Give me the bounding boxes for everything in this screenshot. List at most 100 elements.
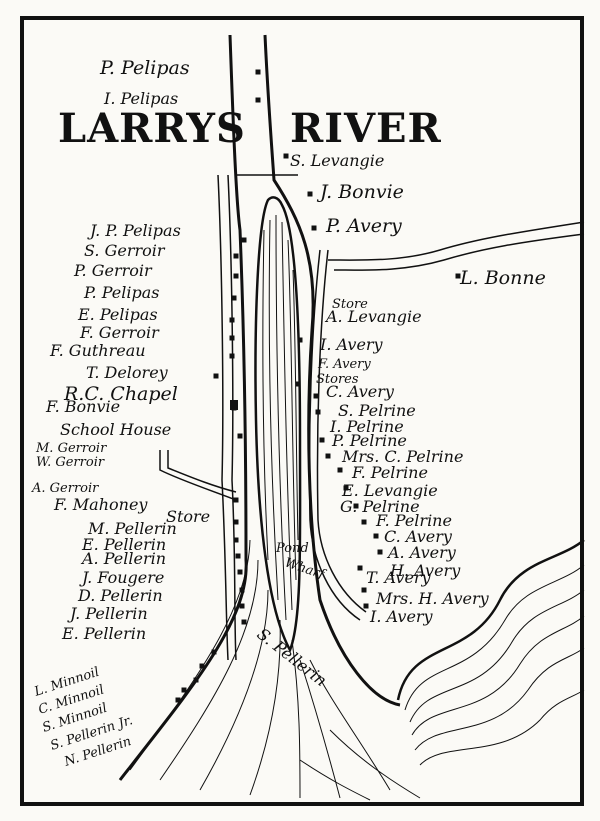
house-marker (361, 587, 367, 593)
house-marker (337, 467, 343, 473)
label-a-levangie: A. Levangie (324, 307, 422, 326)
house-marker (231, 295, 237, 301)
title-right: RIVER (290, 105, 442, 152)
label-i-pelipas: I. Pelipas (103, 89, 178, 108)
label-s-gerroir: S. Gerroir (84, 241, 166, 260)
road-east-inner (316, 249, 367, 613)
road-side-inner (167, 450, 237, 493)
island-hatching (262, 214, 299, 621)
house-marker (181, 687, 187, 693)
house-marker (233, 537, 239, 543)
house-marker (325, 453, 331, 459)
label-s-levangie: S. Levangie (290, 151, 384, 170)
house-marker (213, 373, 219, 379)
east-labels: S. Levangie J. Bonvie P. Avery L. Bonne … (290, 151, 546, 626)
label-mrs-c-pelrine: Mrs. C. Pelrine (341, 447, 463, 466)
house-marker (193, 677, 199, 683)
house-marker (255, 69, 261, 75)
house-marker (343, 485, 349, 491)
house-marker (211, 649, 217, 655)
house-markers (175, 69, 461, 703)
bay-hatching (299, 564, 585, 801)
label-j-fougere: J. Fougere (79, 568, 164, 587)
roads (159, 174, 585, 661)
island-outline (254, 196, 302, 653)
label-e-pelipas: E. Pelipas (77, 305, 158, 324)
label-a-gerroir: A. Gerroir (31, 481, 99, 496)
house-marker (237, 569, 243, 575)
label-f-bonvie: F. Bonvie (45, 397, 120, 416)
label-a-avery: A. Avery (386, 543, 457, 562)
house-marker (239, 603, 245, 609)
house-marker (241, 237, 247, 243)
title-left: LARRYS (58, 105, 246, 152)
house-marker (311, 225, 317, 231)
label-p-avery: P. Avery (325, 215, 402, 237)
house-marker (233, 519, 239, 525)
label-j-bonvie: J. Bonvie (316, 181, 404, 203)
house-marker (361, 519, 367, 525)
road-west (217, 174, 229, 661)
label-store-west: Store (166, 507, 210, 526)
southeast-shore (396, 539, 585, 701)
label-c-avery-1: C. Avery (326, 382, 395, 401)
road-northeast (327, 221, 585, 261)
label-f-avery: F. Avery (317, 357, 371, 372)
house-marker (241, 619, 247, 625)
label-store-east: Store (332, 297, 368, 312)
house-marker (233, 253, 239, 259)
river (118, 34, 585, 801)
label-stores: Stores (316, 372, 359, 387)
house-marker (233, 273, 239, 279)
house-marker (229, 335, 235, 341)
label-m-pellerin: M. Pellerin (87, 519, 177, 538)
label-f-mahoney: F. Mahoney (53, 495, 148, 514)
label-i-avery-1: I. Avery (319, 335, 384, 354)
label-f-guthreau: F. Guthreau (49, 341, 146, 360)
house-marker (319, 437, 325, 443)
house-marker (229, 353, 235, 359)
house-marker (307, 191, 313, 197)
house-marker (199, 663, 205, 669)
house-marker (233, 497, 239, 503)
label-mrs-h-avery: Mrs. H. Avery (375, 589, 490, 608)
label-school-house: School House (60, 420, 171, 439)
map-border (20, 16, 584, 806)
house-marker (377, 549, 383, 555)
house-marker (363, 603, 369, 609)
label-c-avery-2: C. Avery (384, 527, 453, 546)
label-f-pelrine-1: F. Pelrine (351, 463, 428, 482)
label-p-pelipas-top: P. Pelipas (99, 57, 190, 79)
house-marker (239, 587, 245, 593)
road-side (159, 450, 237, 501)
label-h-avery: H. Avery (389, 561, 461, 580)
house-marker (357, 565, 363, 571)
house-marker (353, 503, 359, 509)
label-g-pelrine: G. Pelrine (340, 497, 420, 516)
label-t-avery: T. Avery (366, 568, 432, 587)
house-marker (373, 533, 379, 539)
house-marker (235, 553, 241, 559)
house-marker (295, 381, 301, 387)
label-pond: Pond (275, 541, 309, 556)
house-marker (175, 697, 181, 703)
house-marker (237, 433, 243, 439)
label-e-pellerin-2: E. Pellerin (61, 624, 146, 643)
label-p-pelrine: P. Pelrine (331, 431, 407, 450)
label-l-bonne: L. Bonne (459, 267, 546, 289)
river-east-bank (263, 34, 401, 707)
label-f-gerroir: F. Gerroir (79, 323, 160, 342)
house-marker (283, 153, 289, 159)
label-f-pelrine-2: F. Pelrine (375, 511, 452, 530)
label-t-delorey: T. Delorey (86, 363, 169, 382)
label-j-pellerin: J. Pellerin (67, 604, 148, 623)
label-i-pelrine: I. Pelrine (329, 417, 404, 436)
label-d-pellerin: D. Pellerin (77, 586, 163, 605)
label-e-levangie: E. Levangie (341, 481, 438, 500)
house-marker (229, 317, 235, 323)
house-marker (297, 337, 303, 343)
road-west-inner (227, 174, 237, 661)
label-a-pellerin: A. Pellerin (80, 549, 166, 568)
label-i-avery-2: I. Avery (369, 607, 434, 626)
